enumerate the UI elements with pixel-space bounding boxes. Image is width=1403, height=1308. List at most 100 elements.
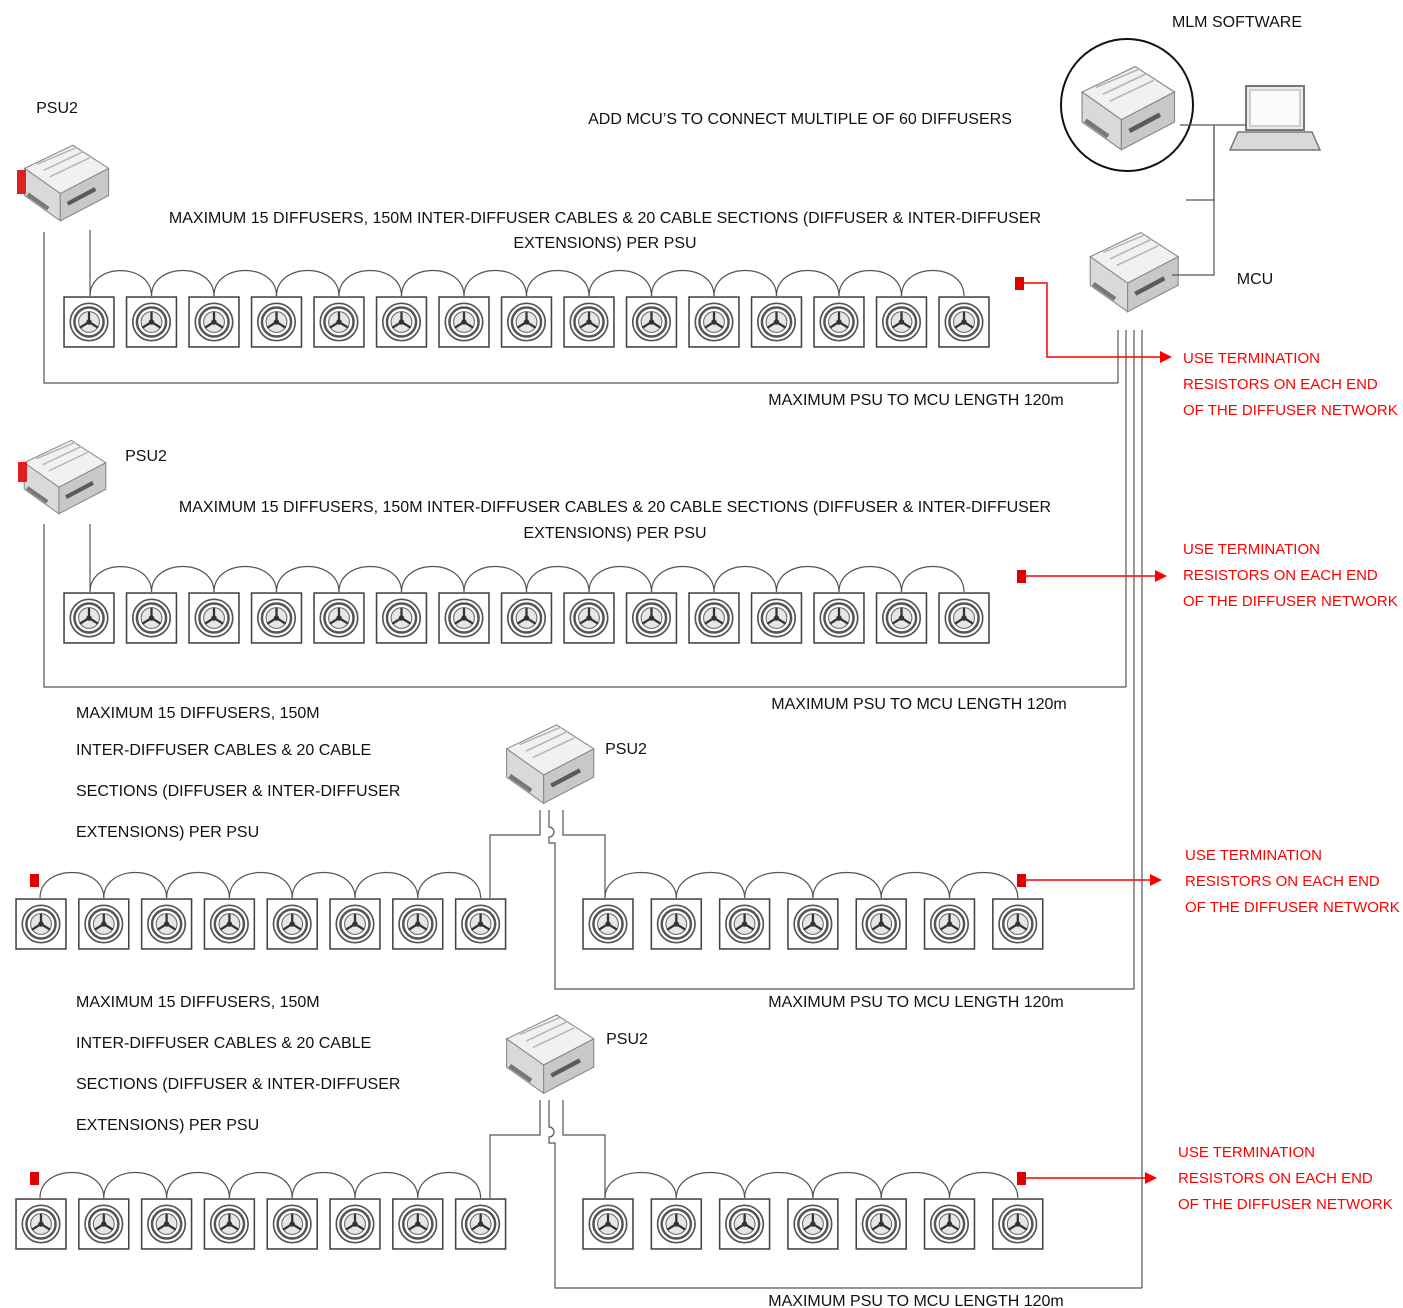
inter-diffuser-cable [150, 565, 215, 593]
diffuser-icon [563, 296, 615, 348]
inter-diffuser-cable [812, 871, 882, 899]
diffuser-icon [563, 592, 615, 644]
diffuser-icon [266, 898, 319, 950]
inter-diffuser-cable [713, 565, 778, 593]
diffuser-icon [991, 898, 1044, 950]
termination-note-line-1: USE TERMINATION [1178, 1144, 1315, 1161]
diffuser-icon [923, 898, 976, 950]
diffuser-icon [313, 296, 365, 348]
inter-diffuser-cable [838, 565, 903, 593]
termination-note-line-3: OF THE DIFFUSER NETWORK [1183, 593, 1398, 610]
psu-icon [505, 724, 595, 805]
diffuser-icon [438, 296, 490, 348]
network-4: MAXIMUM 15 DIFFUSERS, 150M INTER-DIFFUSE… [15, 994, 1393, 1308]
diffuser-icon [203, 1198, 256, 1250]
inter-diffuser-cable [713, 269, 778, 297]
inter-diffuser-cable [650, 269, 715, 297]
diffuser-icon [650, 1198, 703, 1250]
psu-label: PSU2 [125, 448, 167, 465]
inter-diffuser-cable [291, 1171, 356, 1199]
add-mcu-note: ADD MCU’S TO CONNECT MULTIPLE OF 60 DIFF… [588, 111, 1012, 128]
diffuser-icon [650, 898, 703, 950]
length-note: MAXIMUM PSU TO MCU LENGTH 120m [768, 1293, 1063, 1308]
termination-note-line-1: USE TERMINATION [1183, 541, 1320, 558]
inter-diffuser-cable [775, 565, 840, 593]
diffuser-icon [923, 1198, 976, 1250]
inter-diffuser-cable [880, 1171, 951, 1199]
diffuser-icon [15, 898, 67, 950]
diffuser-icon [77, 1198, 130, 1250]
diffuser-icon [938, 592, 990, 644]
psu-icon [505, 1014, 595, 1095]
termination-resistor-right [1017, 874, 1026, 887]
inter-diffuser-cable [588, 269, 653, 297]
inter-diffuser-cable [228, 1171, 293, 1199]
termination-resistor-left [30, 1172, 39, 1185]
inter-diffuser-cable [525, 269, 590, 297]
inter-diffuser-cable [604, 871, 677, 899]
diffuser-icon [786, 898, 839, 950]
termination-note-line-2: RESISTORS ON EACH END [1185, 873, 1380, 890]
diffuser-icon [454, 898, 507, 950]
diffuser-icon [125, 296, 178, 348]
termination-note-line-3: OF THE DIFFUSER NETWORK [1185, 899, 1400, 916]
inter-diffuser-cable [275, 269, 340, 297]
diffuser-icon [438, 592, 490, 644]
inter-diffuser-cable [675, 871, 746, 899]
inter-diffuser-cable [39, 871, 105, 899]
mcu-label: MCU [1237, 271, 1273, 288]
inter-diffuser-cable [417, 871, 482, 899]
termination-resistor-right [1017, 1172, 1026, 1185]
max-note-line-3: SECTIONS (DIFFUSER & INTER-DIFFUSER [76, 783, 400, 800]
max-note-line-2: INTER-DIFFUSER CABLES & 20 CABLE [76, 742, 371, 759]
inter-diffuser-cable [103, 871, 168, 899]
diffuser-icon [750, 296, 803, 348]
software-label: MLM SOFTWARE [1172, 14, 1302, 31]
diffuser-icon [250, 296, 303, 348]
termination-resistor [1015, 277, 1024, 290]
termination-note-line-3: OF THE DIFFUSER NETWORK [1178, 1196, 1393, 1213]
diffuser-icon [786, 1198, 839, 1250]
diffuser-icon [313, 592, 365, 644]
max-note-line-1: MAXIMUM 15 DIFFUSERS, 150M [76, 994, 320, 1011]
inter-diffuser-cable [880, 871, 951, 899]
inter-diffuser-cable [228, 871, 293, 899]
inter-diffuser-cable [948, 871, 1019, 899]
inter-diffuser-cable [775, 269, 840, 297]
length-note: MAXIMUM PSU TO MCU LENGTH 120m [771, 696, 1066, 713]
diffuser-icon [375, 592, 428, 644]
inter-diffuser-cable [338, 269, 403, 297]
inter-diffuser-cable [604, 1171, 677, 1199]
psu-icon [23, 144, 110, 222]
termination-note-line-1: USE TERMINATION [1185, 847, 1322, 864]
psu-label: PSU2 [606, 1031, 648, 1048]
inter-diffuser-cable [400, 565, 465, 593]
diffuser-icon [855, 1198, 908, 1250]
diffuser-icon [63, 296, 115, 348]
psu-status-led [17, 170, 26, 194]
inter-diffuser-cable [89, 270, 153, 297]
inter-diffuser-cable [166, 1171, 230, 1199]
inter-diffuser-cable [948, 1171, 1019, 1199]
inter-diffuser-cable [354, 1171, 419, 1199]
diffuser-icon [454, 1198, 507, 1250]
diffuser-icon [718, 898, 771, 950]
inter-diffuser-cable [838, 269, 903, 297]
diffuser-icon [266, 1198, 319, 1250]
inter-diffuser-cable [900, 269, 965, 297]
diffuser-icon [625, 296, 678, 348]
length-note: MAXIMUM PSU TO MCU LENGTH 120m [768, 392, 1063, 409]
max-note-line-2: INTER-DIFFUSER CABLES & 20 CABLE [76, 1035, 371, 1052]
diffuser-icon [718, 1198, 771, 1250]
inter-diffuser-cable [291, 871, 356, 899]
max-note-line-4: EXTENSIONS) PER PSU [76, 824, 259, 841]
length-note: MAXIMUM PSU TO MCU LENGTH 120m [768, 994, 1063, 1011]
psu-label: PSU2 [36, 100, 78, 117]
inter-diffuser-cable [354, 871, 419, 899]
diffuser-icon [813, 592, 865, 644]
diffuser-icon [875, 592, 928, 644]
diffuser-icon [140, 898, 193, 950]
inter-diffuser-cable [89, 566, 153, 593]
inter-diffuser-cable [103, 1171, 168, 1199]
psu-mcu-cable [43, 524, 1126, 688]
